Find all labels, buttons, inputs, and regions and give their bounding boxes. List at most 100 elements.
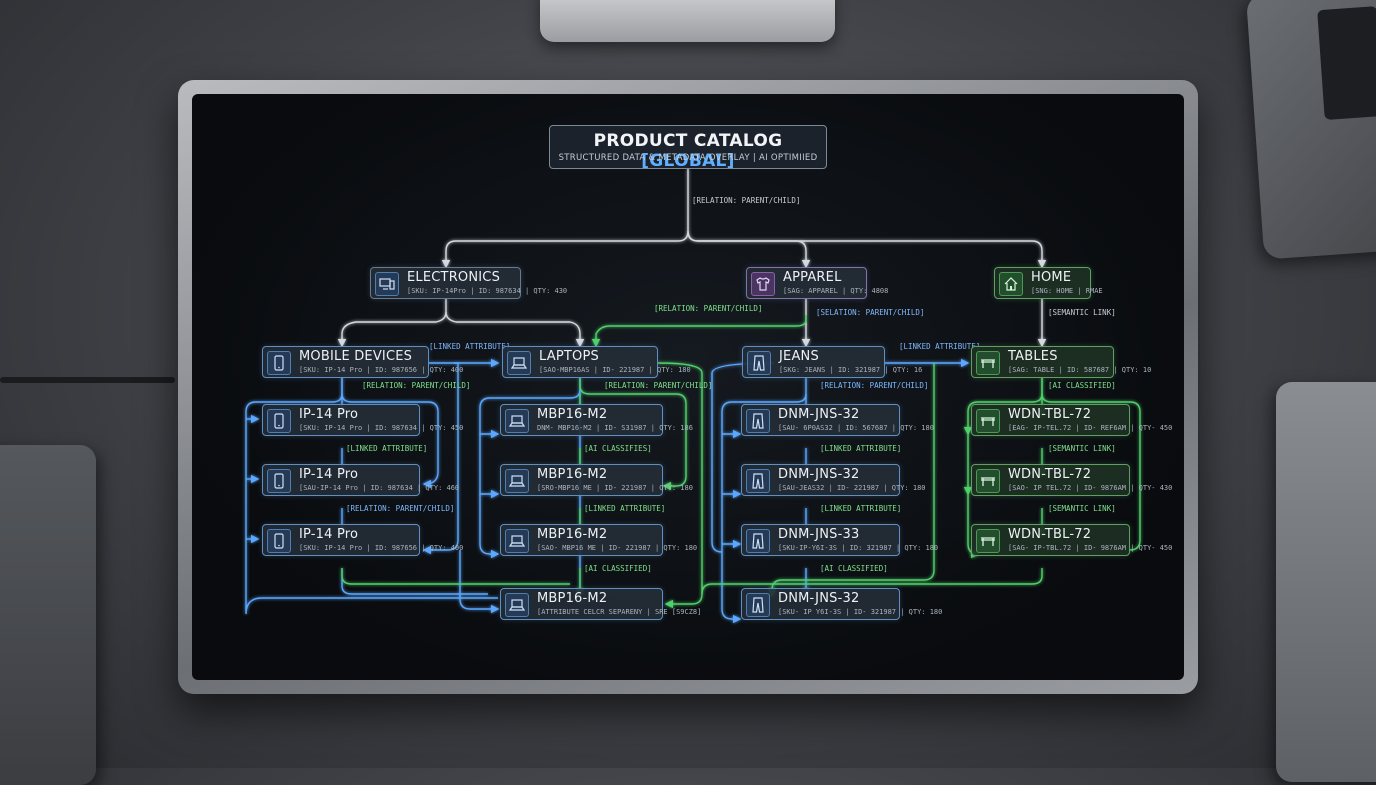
phone-icon xyxy=(267,469,291,493)
node-title: HOME xyxy=(1031,270,1072,285)
phone-icon xyxy=(267,529,291,553)
relation-label: [LINKED ATTRIBUTE] xyxy=(820,504,902,513)
node-title: WDN-TBL-72 xyxy=(1008,527,1092,542)
devices-icon xyxy=(375,272,399,296)
node-meta: [SKU: IP-14 Pro | ID: 987656 | QTY: 400 xyxy=(299,544,464,552)
node-meta: [SAG- IP-TBL.72 | ID- 9876AM | QTY- 450 xyxy=(1008,544,1173,552)
node-wdn-tbl[interactable]: WDN-TBL-72 [SAO- IP TEL.72 | ID- 9876AM … xyxy=(971,464,1172,496)
node-dnm-jns[interactable]: DNM-JNS-32 [SAU-JEAS32 | ID- 221987 | QT… xyxy=(741,464,926,496)
screen: PRODUCT CATALOG [GLOBAL] STRUCTURED DATA… xyxy=(192,94,1184,680)
jeans-icon xyxy=(746,529,770,553)
relation-label: [LINKED ATTRIBUTE] xyxy=(820,444,902,453)
node-title: MOBILE DEVICES xyxy=(299,349,413,364)
node-meta: [SAU- 6P0AS32 | ID: 567687 | QTY: 180 xyxy=(778,424,934,432)
relation-label: [LINKED ATTRIBUTE] xyxy=(346,444,428,453)
table-icon xyxy=(976,529,1000,553)
node-electronics[interactable]: ELECTRONICS [SKU: IP-14Pro | ID: 987634 … xyxy=(370,267,567,299)
relation-label: [LINKED ATTRIBUTE] xyxy=(584,504,666,513)
node-meta: [SAG: TABLE | ID: 587687 | QTY: 10 xyxy=(1008,366,1152,374)
table-icon xyxy=(976,409,1000,433)
monitor: PRODUCT CATALOG [GLOBAL] STRUCTURED DATA… xyxy=(178,80,1198,694)
connector-lines xyxy=(245,169,1141,624)
node-meta: DNM- MBP16-M2 | ID- S31987 | QTY: 186 xyxy=(537,424,693,432)
page-subtitle: STRUCTURED DATA & METADATA OVERLAY | AI … xyxy=(558,153,818,163)
laptop-icon xyxy=(505,469,529,493)
node-meta: [EAG- IP-TEL.72 | ID- REF6AM | QTY- 450 xyxy=(1008,424,1173,432)
node-title: MBP16-M2 xyxy=(537,591,608,606)
node-dnm-jns[interactable]: DNM-JNS-32 [SAU- 6P0AS32 | ID: 567687 | … xyxy=(741,404,934,436)
jeans-icon xyxy=(746,593,770,617)
node-title: LAPTOPS xyxy=(539,349,599,364)
relation-label: [RELATION: PARENT/CHILD] xyxy=(362,381,471,390)
node-title: IP-14 Pro xyxy=(299,467,359,482)
node-meta: [SKU- IP Y6I-3S | ID- 321987 | QTY: 180 xyxy=(778,608,943,616)
node-meta: [SAO-MBP16AS | ID- 221987 | QTY: 180 xyxy=(539,366,691,374)
node-mbp16-m2[interactable]: MBP16-M2 [SAO- MBP16 ME | ID- 221987 | Q… xyxy=(500,524,697,556)
relation-label: [AI CLASSIFIES] xyxy=(584,444,652,453)
relation-label: [SELATION: PARENT/CHILD] xyxy=(816,308,925,317)
node-wdn-tbl[interactable]: WDN-TBL-72 [SAG- IP-TBL.72 | ID- 9876AM … xyxy=(971,524,1172,556)
node-ip-14-pro[interactable]: IP-14 Pro [SAU-IP-14 Pro | ID: 987634 | … xyxy=(262,464,459,496)
cable xyxy=(0,377,175,383)
relation-label: [SEMANTIC LINK] xyxy=(1048,504,1116,513)
node-jeans[interactable]: JEANS [SKG: JEANS | ID: 321987 | QTY: 16 xyxy=(742,346,922,378)
node-meta: [SKG: JEANS | ID: 321987 | QTY: 16 xyxy=(779,366,923,374)
node-title: TABLES xyxy=(1008,349,1058,364)
monitor-stand xyxy=(540,0,835,42)
title-text: PRODUCT CATALOG xyxy=(593,131,783,151)
node-meta: [SAU-JEAS32 | ID- 221987 | QTY: 180 xyxy=(778,484,926,492)
laptop-icon xyxy=(505,409,529,433)
shirt-icon xyxy=(751,272,775,296)
node-dnm-jns[interactable]: DNM-JNS-33 [SKU-IP-Y6I-3S | ID: 321987 |… xyxy=(741,524,938,556)
jeans-icon xyxy=(746,409,770,433)
node-apparel[interactable]: APPAREL [SAG: APPAREL | QTY: 4808 xyxy=(746,267,888,299)
relation-label: [AI CLASSIFIED] xyxy=(820,564,888,573)
node-meta: [SAU-IP-14 Pro | ID: 987634 | QTY: 460 xyxy=(299,484,460,492)
node-dnm-jns[interactable]: DNM-JNS-32 [SKU- IP Y6I-3S | ID- 321987 … xyxy=(741,588,942,620)
node-title: MBP16-M2 xyxy=(537,527,608,542)
phone-icon xyxy=(267,351,291,375)
node-title: DNM-JNS-32 xyxy=(778,467,860,482)
node-title: JEANS xyxy=(779,349,819,364)
node-title: DNM-JNS-33 xyxy=(778,527,860,542)
node-meta: [SAO- MBP16 ME | ID- 221987 | QTY: 180 xyxy=(537,544,698,552)
node-tables[interactable]: TABLES [SAG: TABLE | ID: 587687 | QTY: 1… xyxy=(971,346,1151,378)
node-wdn-tbl[interactable]: WDN-TBL-72 [EAG- IP-TEL.72 | ID- REF6AM … xyxy=(971,404,1172,436)
relation-label: [RELATION: PARENT/CHILD] xyxy=(820,381,929,390)
laptop-keyboard xyxy=(1317,6,1376,121)
node-title: ELECTRONICS xyxy=(407,270,501,285)
node-mbp16-m2[interactable]: MBP16-M2 [SRO-MBP16 ME | ID- 221987 | QT… xyxy=(500,464,693,496)
node-title: WDN-TBL-72 xyxy=(1008,407,1092,422)
node-meta: [ATTRIBUTE CELCR SEPARENY | SRE [S9CZ8] xyxy=(537,608,702,616)
table-icon xyxy=(976,351,1000,375)
node-laptops[interactable]: LAPTOPS [SAO-MBP16AS | ID- 221987 | QTY:… xyxy=(502,346,691,378)
relation-label: [LINKED ATTRIBUTE] xyxy=(899,342,981,351)
node-mbp16-m2[interactable]: MBP16-M2 [ATTRIBUTE CELCR SEPARENY | SRE… xyxy=(500,588,701,620)
relation-label: [RELATION: PARENT/CHILD] xyxy=(604,381,713,390)
tablet-left xyxy=(0,445,96,785)
phone-icon xyxy=(267,409,291,433)
node-meta: [SKU-IP-Y6I-3S | ID: 321987 | QTY: 180 xyxy=(778,544,939,552)
node-title: IP-14 Pro xyxy=(299,407,359,422)
page-title: PRODUCT CATALOG [GLOBAL] xyxy=(550,131,826,171)
relation-label: [SEMANTIC LINK] xyxy=(1048,444,1116,453)
node-ip-14-pro[interactable]: IP-14 Pro [SKU: IP-14 Pro | ID: 987656 |… xyxy=(262,524,463,556)
node-meta: [SNG: HOME | RMAE xyxy=(1031,287,1103,295)
title-accent: [GLOBAL] xyxy=(641,151,735,171)
node-mobile-devices[interactable]: MOBILE DEVICES [SKU: IP-14 Pro | ID: 987… xyxy=(262,346,463,378)
relation-label: [AI CLASSIFIED] xyxy=(584,564,652,573)
node-meta: [SKU: IP-14Pro | ID: 987634 | QTY: 430 xyxy=(407,287,568,295)
node-meta: [SKU: IP-14 Pro | ID: 987656 | QTY: 400 xyxy=(299,366,464,374)
node-meta: [SKU: IP-14 Pro | ID: 987634 | QTY: 450 xyxy=(299,424,464,432)
node-ip-14-pro[interactable]: IP-14 Pro [SKU: IP-14 Pro | ID: 987634 |… xyxy=(262,404,463,436)
node-title: MBP16-M2 xyxy=(537,407,608,422)
relation-label: [SEMANTIC LINK] xyxy=(1048,308,1116,317)
jeans-icon xyxy=(746,469,770,493)
laptop-icon xyxy=(507,351,531,375)
node-mbp16-m2[interactable]: MBP16-M2 DNM- MBP16-M2 | ID- S31987 | QT… xyxy=(500,404,693,436)
relation-label: [AI CLASSIFIED] xyxy=(1048,381,1116,390)
node-home[interactable]: HOME [SNG: HOME | RMAE xyxy=(994,267,1103,299)
node-title: APPAREL xyxy=(783,270,842,285)
node-title: WDN-TBL-72 xyxy=(1008,467,1092,482)
laptop-device xyxy=(1245,0,1376,260)
